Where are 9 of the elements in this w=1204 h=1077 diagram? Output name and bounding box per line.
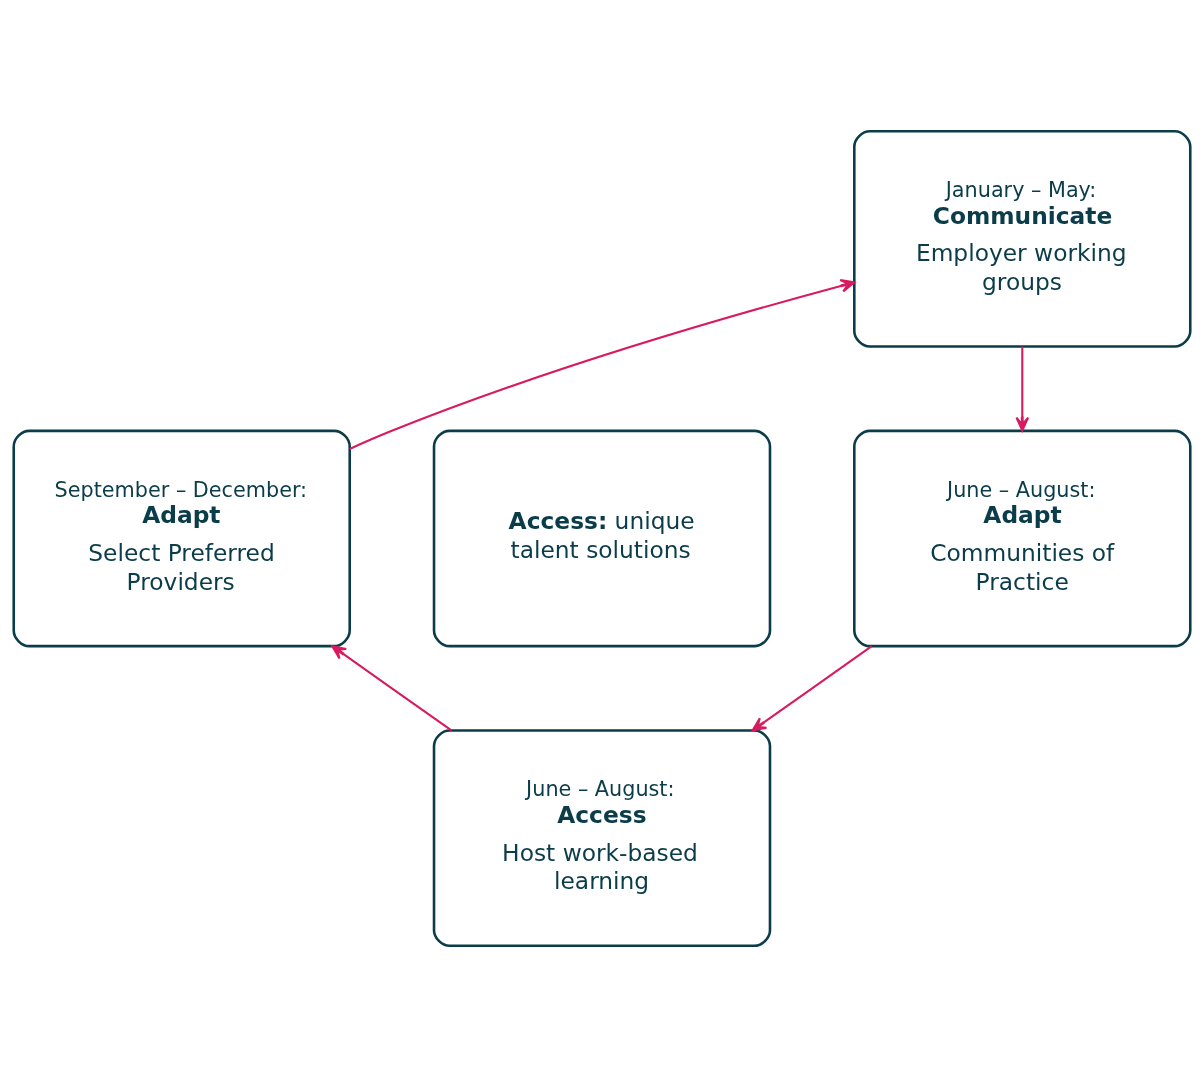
node-box: September – December: Adapt Select Preferred Providers: [12, 429, 351, 648]
node-box: Access: unique talent solutions: [432, 429, 772, 648]
node-box: June – August: Adapt Communities of Practice: [853, 429, 1192, 648]
node-box: January – May: Communicate Employer working groups: [853, 129, 1192, 348]
node-box: June – August: Access Host work-based learning: [432, 729, 772, 948]
arrow: [751, 645, 873, 732]
arrow: [349, 279, 856, 450]
arrow: [331, 645, 453, 732]
arrow: [1015, 346, 1030, 432]
